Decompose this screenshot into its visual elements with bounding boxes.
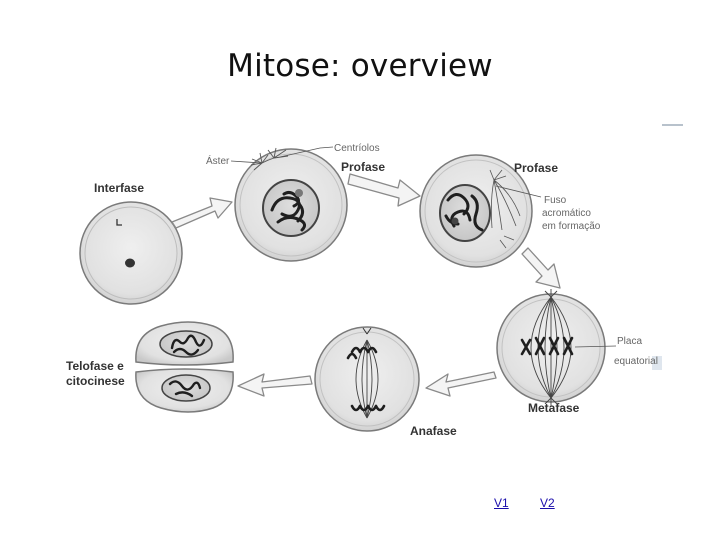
- arrow-interphase-to-prophase: [171, 197, 233, 229]
- label-spindle-1: Fuso: [544, 195, 567, 206]
- label-aster: Áster: [206, 154, 230, 167]
- spindle-pointer: [495, 185, 542, 198]
- arrow-prophase-to-metaphase: [521, 247, 561, 289]
- label-equatorial-plate-2: equatorial: [614, 356, 658, 367]
- link-v1[interactable]: V1: [494, 496, 509, 510]
- equatorial-plate-pointer: [574, 345, 617, 348]
- label-cytokinesis: citocinese: [66, 374, 125, 388]
- arrow-prophase-to-prophase: [347, 173, 421, 207]
- edge-artifact: [652, 356, 662, 370]
- telophase-cells: [135, 321, 234, 413]
- label-telophase: Telofase e: [66, 359, 124, 373]
- label-anaphase: Anafase: [410, 424, 457, 438]
- arrow-anaphase-to-telophase: [237, 373, 313, 397]
- centriole: [116, 219, 122, 226]
- nucleolus: [125, 258, 135, 268]
- label-spindle-3: em formação: [542, 221, 601, 232]
- interphase-cell: [79, 201, 183, 305]
- label-interphase: Interfase: [94, 181, 144, 195]
- link-v2[interactable]: V2: [540, 496, 555, 510]
- label-prophase-late: Profase: [514, 161, 558, 175]
- slide-title: Mitose: overview: [227, 48, 493, 84]
- label-prophase-early: Profase: [341, 160, 385, 174]
- label-equatorial-plate-1: Placa: [617, 336, 642, 347]
- label-spindle-2: acromático: [542, 208, 591, 219]
- metaphase-cell: [496, 289, 606, 406]
- prophase-late-cell: [419, 154, 533, 268]
- prophase-early-cell: [234, 147, 348, 262]
- arrow-metaphase-to-anaphase: [425, 371, 497, 397]
- centriole-pointer: [279, 146, 334, 158]
- anaphase-cell: [314, 326, 420, 432]
- label-metaphase: Metafase: [528, 401, 580, 415]
- aster-pointer: [230, 160, 263, 164]
- label-centrioles: Centríolos: [334, 143, 380, 154]
